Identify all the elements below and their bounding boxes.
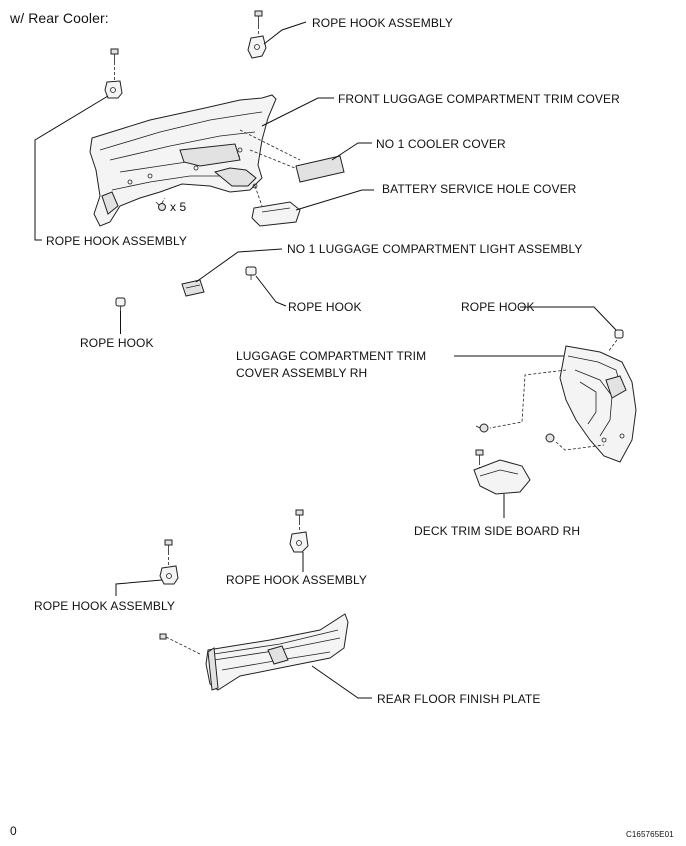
rope-hook-assembly-lower-left-part xyxy=(115,539,179,596)
rh-cover-clips xyxy=(475,423,555,443)
label-rope-hook-assembly-lower-left: ROPE HOOK ASSEMBLY xyxy=(34,599,175,613)
rear-floor-plate-part xyxy=(159,613,372,699)
trim-cover-rh-part xyxy=(454,345,637,463)
label-luggage-light: NO 1 LUGGAGE COMPARTMENT LIGHT ASSEMBLY xyxy=(287,242,583,256)
rope-hook-assembly-left-part xyxy=(34,48,123,241)
deck-trim-part xyxy=(473,449,531,518)
diagram-header: w/ Rear Cooler: xyxy=(10,10,109,26)
figure-id: C165765E01 xyxy=(626,830,674,839)
label-rope-hook-left: ROPE HOOK xyxy=(80,336,154,350)
front-trim-cover-part xyxy=(89,94,334,227)
label-rope-hook-assembly-mid: ROPE HOOK ASSEMBLY xyxy=(226,573,367,587)
rope-hook-right-part xyxy=(520,306,624,353)
luggage-light-part xyxy=(181,248,283,297)
rope-hook-assembly-mid-part xyxy=(289,509,309,572)
battery-cover-part xyxy=(251,189,374,227)
cooler-cover-part xyxy=(295,142,372,183)
label-deck-trim: DECK TRIM SIDE BOARD RH xyxy=(414,524,581,538)
rope-hook-assembly-top-part xyxy=(247,10,307,59)
rope-hook-center-part xyxy=(245,266,287,307)
label-rope-hook-center: ROPE HOOK xyxy=(288,300,362,314)
label-rope-hook-assembly-left: ROPE HOOK ASSEMBLY xyxy=(46,234,187,248)
label-cooler-cover: NO 1 COOLER COVER xyxy=(376,137,506,151)
footer-left-mark: 0 xyxy=(10,824,17,838)
clip-fastener xyxy=(155,197,166,211)
label-trim-cover-rh-line1: LUGGAGE COMPARTMENT TRIM xyxy=(236,349,427,363)
label-trim-cover-rh-line2: COVER ASSEMBLY RH xyxy=(236,366,368,380)
label-clip-count: x 5 xyxy=(170,200,187,214)
label-rope-hook-assembly-top: ROPE HOOK ASSEMBLY xyxy=(312,16,453,30)
label-rope-hook-right: ROPE HOOK xyxy=(461,300,535,314)
label-battery-cover: BATTERY SERVICE HOLE COVER xyxy=(382,182,577,196)
label-front-trim-cover: FRONT LUGGAGE COMPARTMENT TRIM COVER xyxy=(338,92,620,106)
rope-hook-left-part xyxy=(115,297,126,334)
label-rear-floor-plate: REAR FLOOR FINISH PLATE xyxy=(377,692,541,706)
